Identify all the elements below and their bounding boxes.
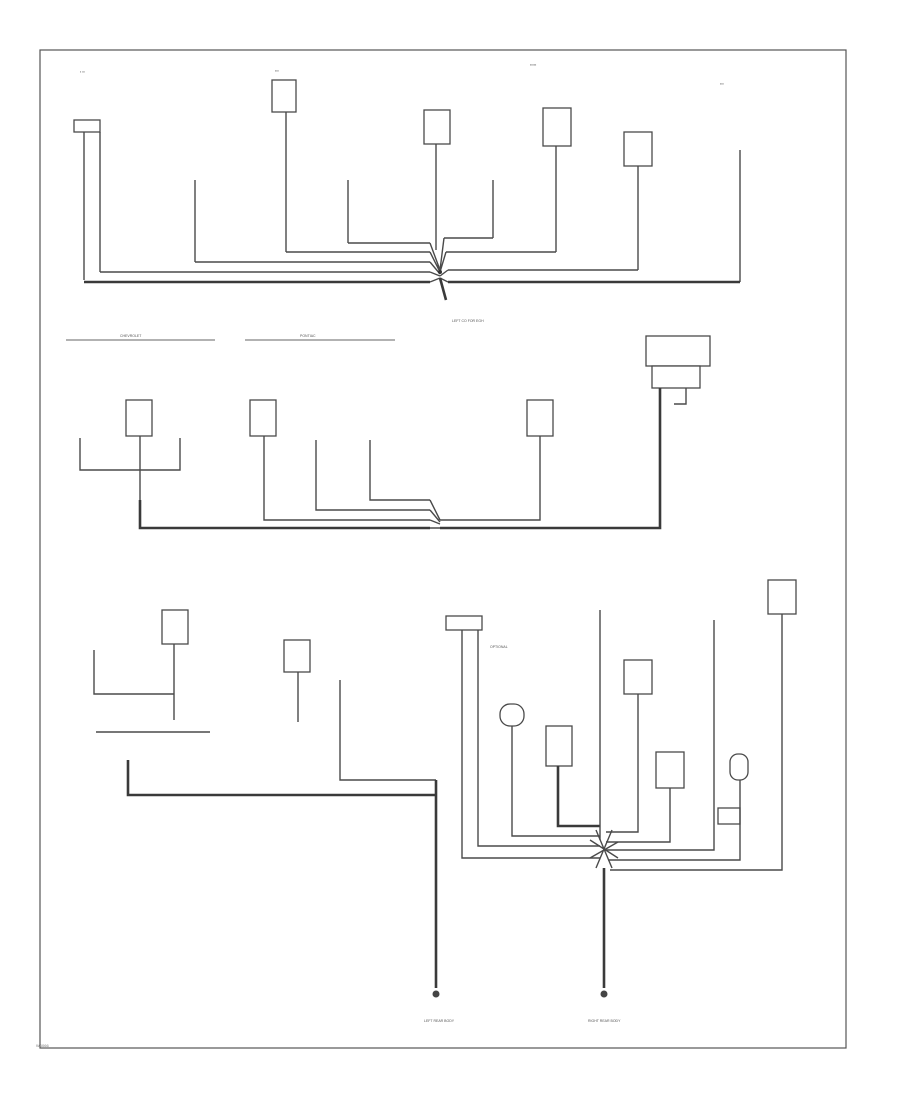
- component-box: [283, 639, 311, 673]
- component-box: [623, 659, 653, 695]
- svg-text:▪ ▪▪: ▪ ▪▪: [80, 70, 85, 74]
- section-chevrolet: CHEVROLET: [120, 334, 142, 338]
- component-box: [542, 107, 572, 147]
- component-box: [499, 703, 525, 727]
- ground-g1-label: LEFT CO FOR EGH: [452, 319, 484, 323]
- svg-text:▪▪▪: ▪▪▪: [720, 82, 724, 86]
- lower-left-circuit: LEFT REAR BODY: [93, 609, 455, 1023]
- connector: [73, 119, 101, 133]
- component-box: [423, 109, 451, 145]
- component-box: [545, 725, 573, 767]
- component-box: [729, 753, 749, 781]
- component-box: [526, 399, 554, 437]
- component-box: [767, 579, 797, 615]
- optional-label: OPTIONAL: [490, 645, 508, 649]
- component-box: [161, 609, 189, 645]
- middle-ground-circuit: CHEVROLET PONTIAC: [66, 334, 711, 530]
- top-ground-circuit: LEFT CO FOR EGH ▪ ▪▪ ▪▪▪ ▪▪▪▪▪ ▪▪▪: [73, 63, 741, 323]
- lower-right-circuit: OPTIONAL RIGHT REAR BODY: [445, 579, 797, 1023]
- svg-text:▪▪▪: ▪▪▪: [275, 69, 279, 73]
- connector: [445, 615, 483, 631]
- document-code: W6066: [36, 1043, 49, 1048]
- section-pontiac: PONTIAC: [300, 334, 316, 338]
- svg-text:▪▪▪▪▪: ▪▪▪▪▪: [530, 63, 536, 67]
- component-box: [645, 335, 711, 367]
- component-box: [623, 131, 653, 167]
- ground-g3-label: RIGHT REAR BODY: [588, 1019, 621, 1023]
- connector: [717, 807, 741, 825]
- diagram-frame: [39, 49, 847, 1049]
- component-box: [125, 399, 153, 437]
- component-box: [655, 751, 685, 789]
- ground-g2-label: LEFT REAR BODY: [424, 1019, 455, 1023]
- component-box: [271, 79, 297, 113]
- component-box: [249, 399, 277, 437]
- connector: [651, 365, 701, 389]
